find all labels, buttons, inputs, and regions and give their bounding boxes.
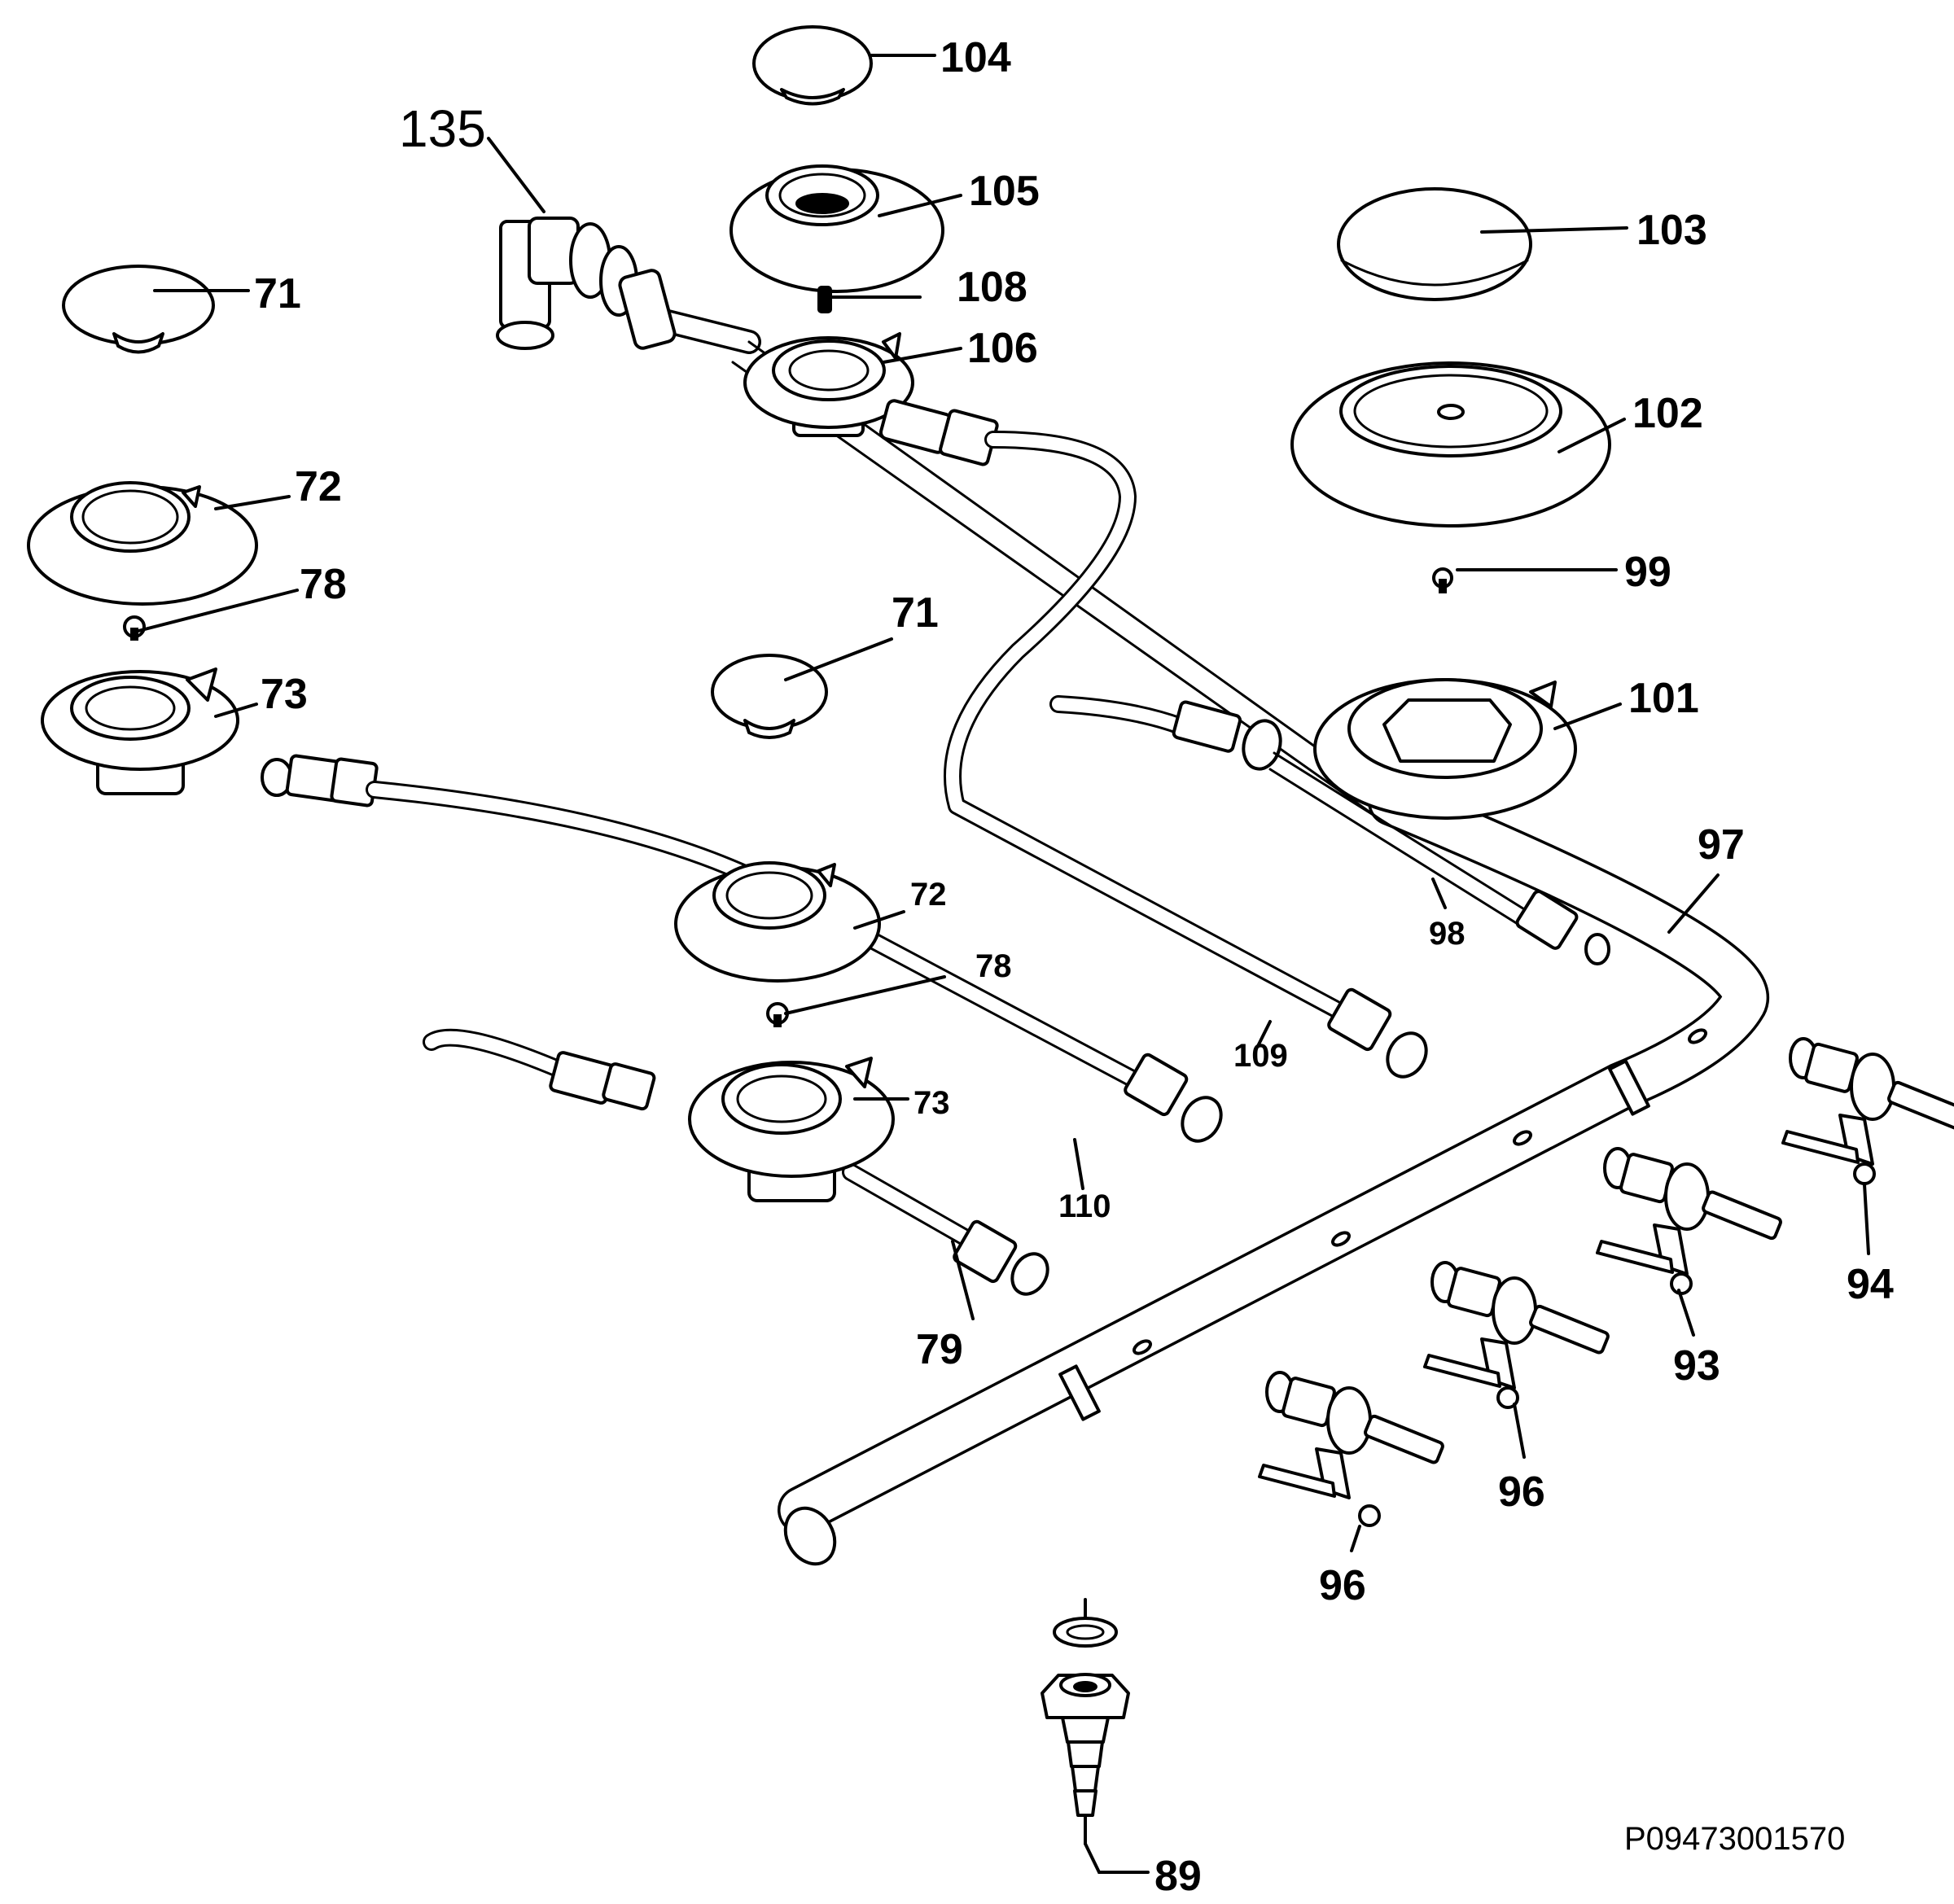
label-73-middle: 73 bbox=[913, 1085, 950, 1121]
label-99: 99 bbox=[1624, 549, 1671, 596]
burner-base-73-middle bbox=[688, 1057, 895, 1202]
burner-crown-102 bbox=[1290, 361, 1611, 527]
burner-cap-71-left bbox=[62, 265, 215, 354]
label-110: 110 bbox=[1058, 1188, 1111, 1224]
label-73-left: 73 bbox=[261, 671, 308, 718]
label-71-left: 71 bbox=[254, 270, 301, 317]
label-96-upper: 96 bbox=[1498, 1468, 1545, 1516]
gas-tap-96-lower bbox=[1258, 1371, 1444, 1527]
screw-78-left bbox=[123, 615, 146, 641]
label-108: 108 bbox=[957, 264, 1027, 311]
burner-crown-72-middle bbox=[674, 861, 881, 983]
label-94: 94 bbox=[1847, 1261, 1894, 1308]
label-93: 93 bbox=[1673, 1342, 1720, 1390]
gas-pipe-110 bbox=[261, 754, 1223, 1143]
label-105: 105 bbox=[969, 168, 1040, 215]
screw-99 bbox=[1432, 567, 1453, 593]
label-135: 135 bbox=[399, 99, 486, 158]
image-code: P09473001570 bbox=[1624, 1821, 1845, 1857]
burner-base-106 bbox=[743, 332, 914, 437]
leader-lines bbox=[137, 54, 1870, 1874]
inlet-connector-89 bbox=[1041, 1598, 1130, 1845]
label-79: 79 bbox=[916, 1326, 963, 1373]
label-97: 97 bbox=[1698, 821, 1745, 869]
burner-crown-72-left bbox=[27, 481, 258, 606]
thermocouple-98 bbox=[1049, 695, 1610, 965]
screw-78-middle bbox=[766, 1002, 789, 1027]
label-96-lower: 96 bbox=[1319, 1562, 1366, 1609]
label-72-middle: 72 bbox=[910, 877, 947, 913]
burner-base-73-left bbox=[41, 667, 239, 795]
part-labels: 104 135 105 103 71 108 106 102 72 78 99 … bbox=[254, 34, 1894, 1900]
label-98: 98 bbox=[1429, 916, 1466, 952]
burner-cap-104 bbox=[752, 25, 873, 106]
label-78-middle: 78 bbox=[975, 948, 1012, 984]
label-102: 102 bbox=[1632, 390, 1703, 437]
burner-cap-103 bbox=[1337, 187, 1532, 301]
burner-base-101 bbox=[1313, 678, 1577, 820]
burner-crown-105 bbox=[729, 164, 944, 293]
label-103: 103 bbox=[1636, 207, 1707, 254]
label-72-left: 72 bbox=[295, 463, 342, 510]
screw-108 bbox=[817, 286, 832, 313]
label-78-left: 78 bbox=[300, 561, 347, 608]
label-106: 106 bbox=[967, 325, 1038, 372]
gas-rail bbox=[778, 777, 1769, 1566]
label-71-middle: 71 bbox=[892, 589, 939, 637]
label-109: 109 bbox=[1233, 1038, 1288, 1074]
gas-tap-93 bbox=[1596, 1147, 1782, 1295]
gas-tap-94 bbox=[1781, 1037, 1954, 1185]
label-89: 89 bbox=[1154, 1853, 1202, 1900]
gas-pipe-109 bbox=[878, 399, 1428, 1079]
gas-tap-96-upper bbox=[1423, 1261, 1610, 1409]
burner-cap-71-middle bbox=[711, 654, 828, 739]
label-101: 101 bbox=[1628, 675, 1699, 722]
thermocouple-79 bbox=[423, 1028, 1049, 1296]
label-104: 104 bbox=[940, 34, 1011, 81]
